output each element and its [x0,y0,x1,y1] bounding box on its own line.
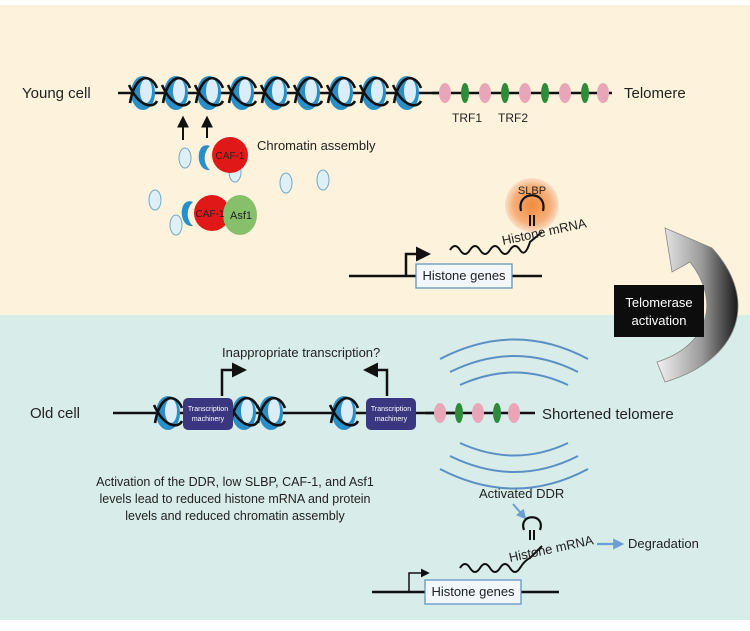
chromatin-assembly-label: Chromatin assembly [257,138,376,153]
transcription-machinery-right: Transcription machinery [366,398,416,430]
old-histone-gene-locus [372,568,559,605]
telomere-label: Telomere [624,85,686,102]
svg-text:SLBP: SLBP [518,185,546,197]
svg-text:CAF-1: CAF-1 [216,151,245,162]
shortened-telomere-label: Shortened telomere [542,406,674,423]
young-nucleosome-array [127,74,423,112]
young-cell-label: Young cell [22,85,91,102]
ddr-note-line-2: levels lead to reduced histone mRNA and … [100,492,371,506]
trf1-label: TRF1 [452,111,482,125]
telomerase-activation-box [614,285,704,337]
ddr-note-line-1: Activation of the DDR, low SLBP, CAF-1, … [96,475,374,489]
svg-text:machinery: machinery [375,416,408,423]
young-telomere-repeats [432,83,612,103]
old-histone-genes-label: Histone genes [431,584,515,599]
young-histone-genes-label: Histone genes [422,268,506,283]
telomerase-cycle-arrow [656,227,739,383]
transcription-arrow-left [220,362,247,396]
young-histone-gene-locus [349,246,542,289]
old-panel [0,315,750,620]
caf1-complex-top: CAF-1 [198,137,248,173]
trf2-label: TRF2 [498,111,528,125]
old-cell-label: Old cell [30,405,80,422]
transcription-machinery-left: Transcription machinery [183,398,233,430]
svg-text:machinery: machinery [192,416,225,423]
telomerase-line-1: Telomerase [625,295,692,310]
caf1-asf1-complex: CAF-1 Asf1 [181,195,257,235]
ddr-signal-waves [439,338,589,490]
svg-text:Transcription: Transcription [188,406,228,413]
transcription-arrow-right [363,362,389,396]
telomerase-line-2: activation [632,313,687,328]
short-telomere-repeats [425,403,535,423]
degradation-label: Degradation [628,536,699,551]
ddr-note-line-3: levels and reduced chromatin assembly [125,509,345,523]
old-histone-mrna [459,516,543,573]
svg-text:Transcription: Transcription [371,406,411,413]
inappropriate-transcription-label: Inappropriate transcription? [222,345,380,360]
slbp-bound-mrna: SLBP [449,178,559,255]
young-panel [0,5,750,315]
activated-ddr-label: Activated DDR [479,486,564,501]
svg-text:Asf1: Asf1 [230,210,252,222]
svg-text:CAF-1: CAF-1 [196,209,225,220]
ddr-to-mrna-arrow [512,503,527,520]
